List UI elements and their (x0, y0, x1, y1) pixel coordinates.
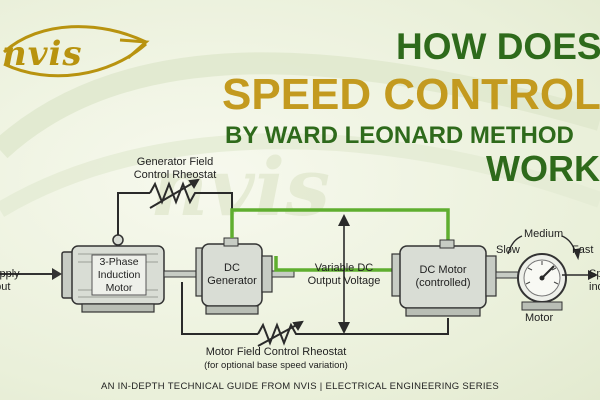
gauge-motor-label: Motor (525, 312, 554, 324)
title-line-1: HOW DOES (396, 26, 600, 67)
generator-label: DC Generator (207, 262, 257, 287)
speed-gauge (517, 253, 598, 311)
motor-field-wiring (181, 282, 449, 347)
armature-circuit (230, 208, 450, 272)
motor-rheostat-label: Motor Field Control Rheostat (for option… (204, 346, 348, 371)
title-line-3: BY WARD LEONARD METHOD (225, 122, 574, 149)
gauge-fast-label: Fast (572, 244, 594, 256)
speed-indicator-label: Speed indicator (589, 268, 600, 293)
gauge-medium-label: Medium (524, 228, 564, 240)
logo-text: nvis (2, 34, 83, 74)
dc-generator (195, 237, 295, 315)
variable-voltage-arrow (338, 214, 350, 334)
supply-arrow (0, 268, 62, 280)
generator-rheostat-label: Generator Field Control Rheostat (133, 156, 217, 181)
title-line-2: SPEED CONTROL (222, 70, 600, 119)
nvis-logo (3, 25, 150, 78)
generator-field-wiring (117, 178, 233, 238)
footer-text: AN IN-DEPTH TECHNICAL GUIDE FROM NVIS | … (100, 381, 500, 392)
induction-motor (61, 234, 205, 313)
dc-motor (391, 239, 523, 317)
supply-label: Supply Input (0, 268, 20, 293)
title-line-4: WORK (486, 148, 600, 189)
gauge-arrows (507, 235, 581, 261)
gauge-slow-label: Slow (496, 244, 520, 256)
induction-motor-label: 3-Phase Induction Motor (97, 256, 141, 294)
variable-voltage-label: Variable DC Output Voltage (307, 262, 381, 287)
svg-text:nvis: nvis (150, 140, 330, 234)
dc-motor-label: DC Motor (controlled) (415, 264, 471, 289)
